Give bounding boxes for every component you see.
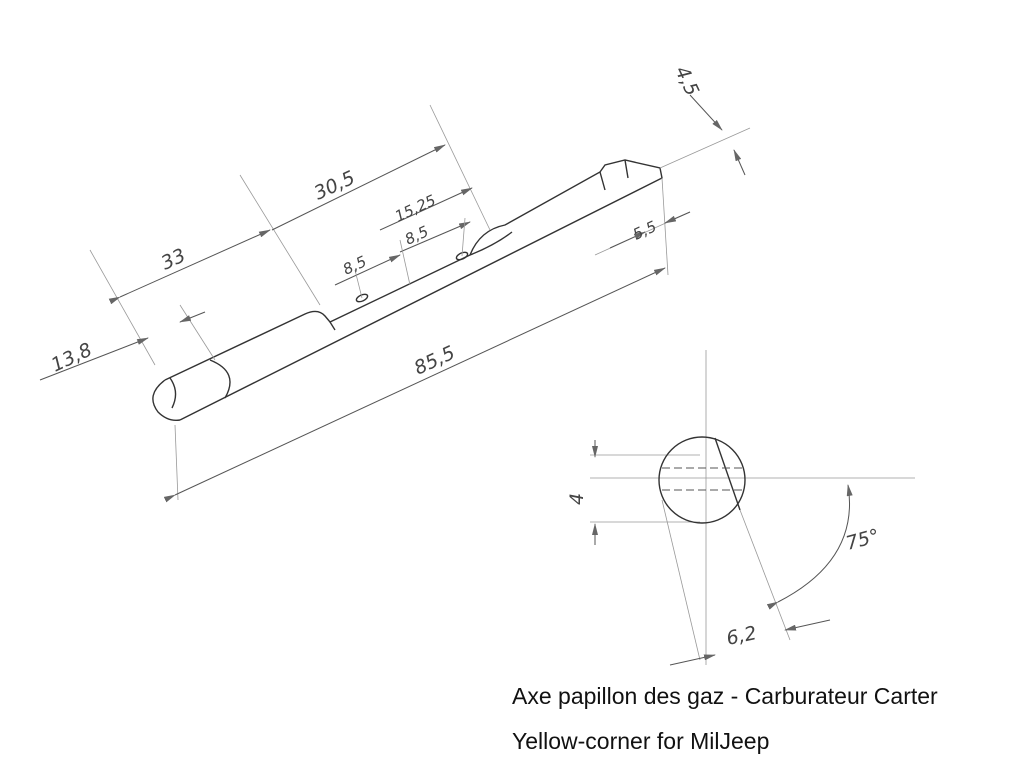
- dim-85-5: 85,5: [411, 342, 459, 380]
- dimension-labels: 33 30,5 15,25 8,5 8,5 13,8 85,5 5,5 4,5 …: [48, 63, 882, 650]
- dim-6-2: 6,2: [724, 622, 758, 650]
- shaft-view: [152, 159, 663, 422]
- dim-4-5: 4,5: [670, 63, 703, 100]
- cross-section-view: [590, 350, 915, 666]
- angle-75: 75°: [844, 525, 882, 555]
- caption-title: Axe papillon des gaz - Carburateur Carte…: [512, 683, 938, 709]
- dimension-lines: [39, 94, 751, 503]
- dim-8-5-right: 8,5: [402, 222, 431, 248]
- caption-subtitle: Yellow-corner for MilJeep: [512, 728, 770, 754]
- dim-15-25: 15,25: [392, 191, 439, 225]
- dim-13-8: 13,8: [48, 339, 96, 377]
- dim-5-5: 5,5: [630, 217, 659, 243]
- dim-33: 33: [158, 244, 189, 274]
- dim-8-5-left: 8,5: [340, 252, 369, 278]
- dim-4: 4: [566, 493, 588, 505]
